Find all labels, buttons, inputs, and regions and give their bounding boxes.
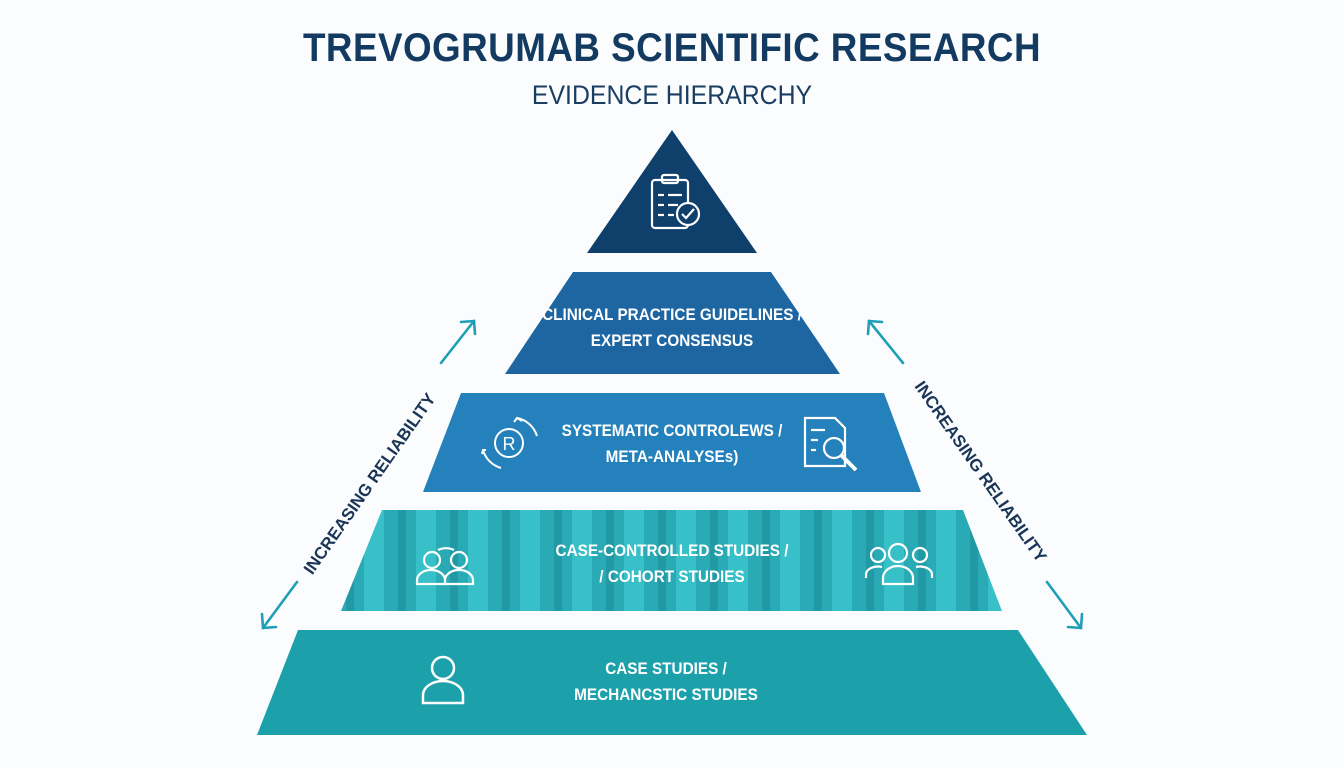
tier-systematic-reviews (423, 393, 921, 492)
tier-apex (587, 130, 757, 253)
arrow-down-right-icon (1045, 580, 1084, 630)
tier-label-line: SYSTEMATIC CONTROLEWS / (561, 421, 783, 440)
svg-text:R: R (503, 434, 516, 454)
tier-guidelines (505, 272, 840, 374)
tier-case-studies-label: CASE STUDIES / MECHANCSTIC STUDIES (486, 656, 846, 708)
page-title: TREVOGRUMAB SCIENTIFIC RESEARCH (302, 26, 1042, 70)
tier-case-studies (257, 630, 1087, 735)
arrow-up-right-icon (866, 319, 905, 365)
tier-label-line: CASE-CONTROLLED STUDIES / (555, 541, 789, 560)
tier-label-line: META-ANALYSEs) (605, 447, 739, 466)
group-of-people-icon (864, 542, 934, 586)
clipboard-check-icon (650, 173, 701, 230)
tier-case-controlled (341, 510, 1002, 611)
document-search-icon (803, 416, 858, 472)
registered-cycle-icon: R (481, 416, 538, 469)
arrow-down-left-icon (260, 580, 299, 630)
person-icon (421, 655, 465, 705)
tier-label-line: MECHANCSTIC STUDIES (574, 685, 758, 704)
arrow-up-left-icon (439, 319, 477, 365)
tier-label-line: CLINICAL PRACTICE GUIDELINES / (542, 305, 802, 324)
pair-of-people-icon (415, 547, 475, 586)
tier-label-line: / COHORT STUDIES (599, 567, 745, 586)
tier-label-line: CASE STUDIES / (605, 659, 727, 678)
page-subtitle: EVIDENCE HIERARCHY (531, 80, 813, 110)
tier-systematic-label: SYSTEMATIC CONTROLEWS / META-ANALYSEs) (492, 418, 852, 470)
tier-guidelines-label: CLINICAL PRACTICE GUIDELINES / EXPERT CO… (492, 302, 852, 354)
tier-label-line: EXPERT CONSENSUS (590, 331, 754, 350)
tier-case-controlled-label: CASE-CONTROLLED STUDIES / / COHORT STUDI… (492, 538, 852, 590)
